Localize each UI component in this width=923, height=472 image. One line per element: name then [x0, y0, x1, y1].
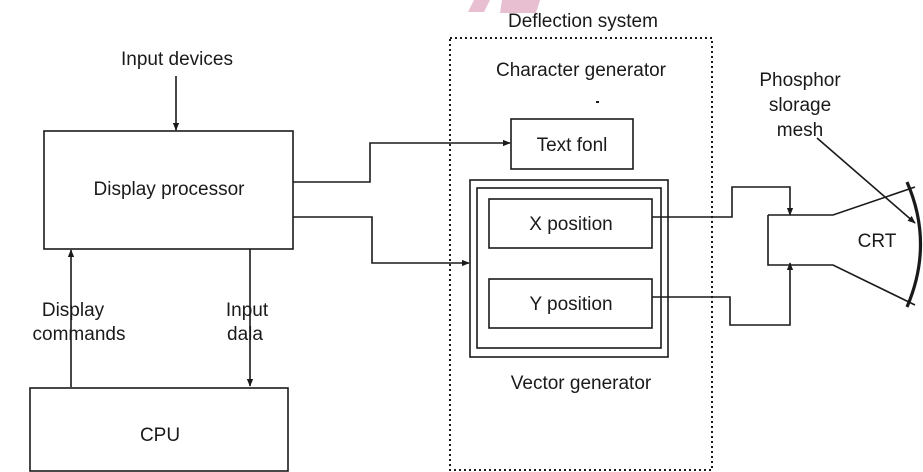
display-processor-box — [43, 130, 294, 250]
cpu-box — [29, 387, 289, 472]
speck — [596, 101, 599, 103]
vector-generator-label: Vector generator — [511, 373, 652, 394]
crt-tube — [767, 186, 916, 306]
deflection-system-frame — [449, 37, 713, 471]
vector-generator-outer-box — [469, 179, 669, 358]
phosphor-label-line2: slorage — [769, 95, 831, 116]
y-position-to-crt-line — [652, 262, 794, 326]
input-data-label-line1: Input — [226, 300, 269, 321]
processor-to-text-font-line — [293, 139, 511, 183]
y-position-label: Y position — [529, 294, 612, 315]
watermark-marks — [468, 0, 540, 13]
display-processor-label: Display processor — [94, 179, 246, 200]
deflection-system-label: Deflection system — [508, 11, 658, 32]
x-position-label: X position — [529, 214, 612, 235]
crt-screen — [905, 181, 923, 308]
cpu-label: CPU — [140, 425, 180, 446]
character-generator-label: Character generator — [496, 60, 667, 81]
text-font-label: Text fonl — [537, 135, 608, 156]
phosphor-label-line3: mesh — [777, 120, 823, 141]
display-commands-label-line2: commands — [33, 324, 126, 345]
x-position-box — [488, 198, 653, 249]
crt-label: CRT — [858, 231, 897, 252]
phosphor-pointer-arrow — [816, 137, 916, 224]
x-position-to-crt-line — [652, 186, 794, 218]
display-commands-label-line1: Display — [42, 300, 105, 321]
vector-generator-inner-box — [476, 187, 662, 349]
y-position-box — [488, 278, 653, 329]
input-data-label-line2: dala — [227, 324, 263, 345]
input-devices-label: Input devices — [121, 49, 233, 70]
text-font-box — [510, 118, 634, 170]
processor-to-vector-generator-line — [293, 216, 470, 267]
phosphor-label-line1: Phosphor — [759, 70, 841, 91]
